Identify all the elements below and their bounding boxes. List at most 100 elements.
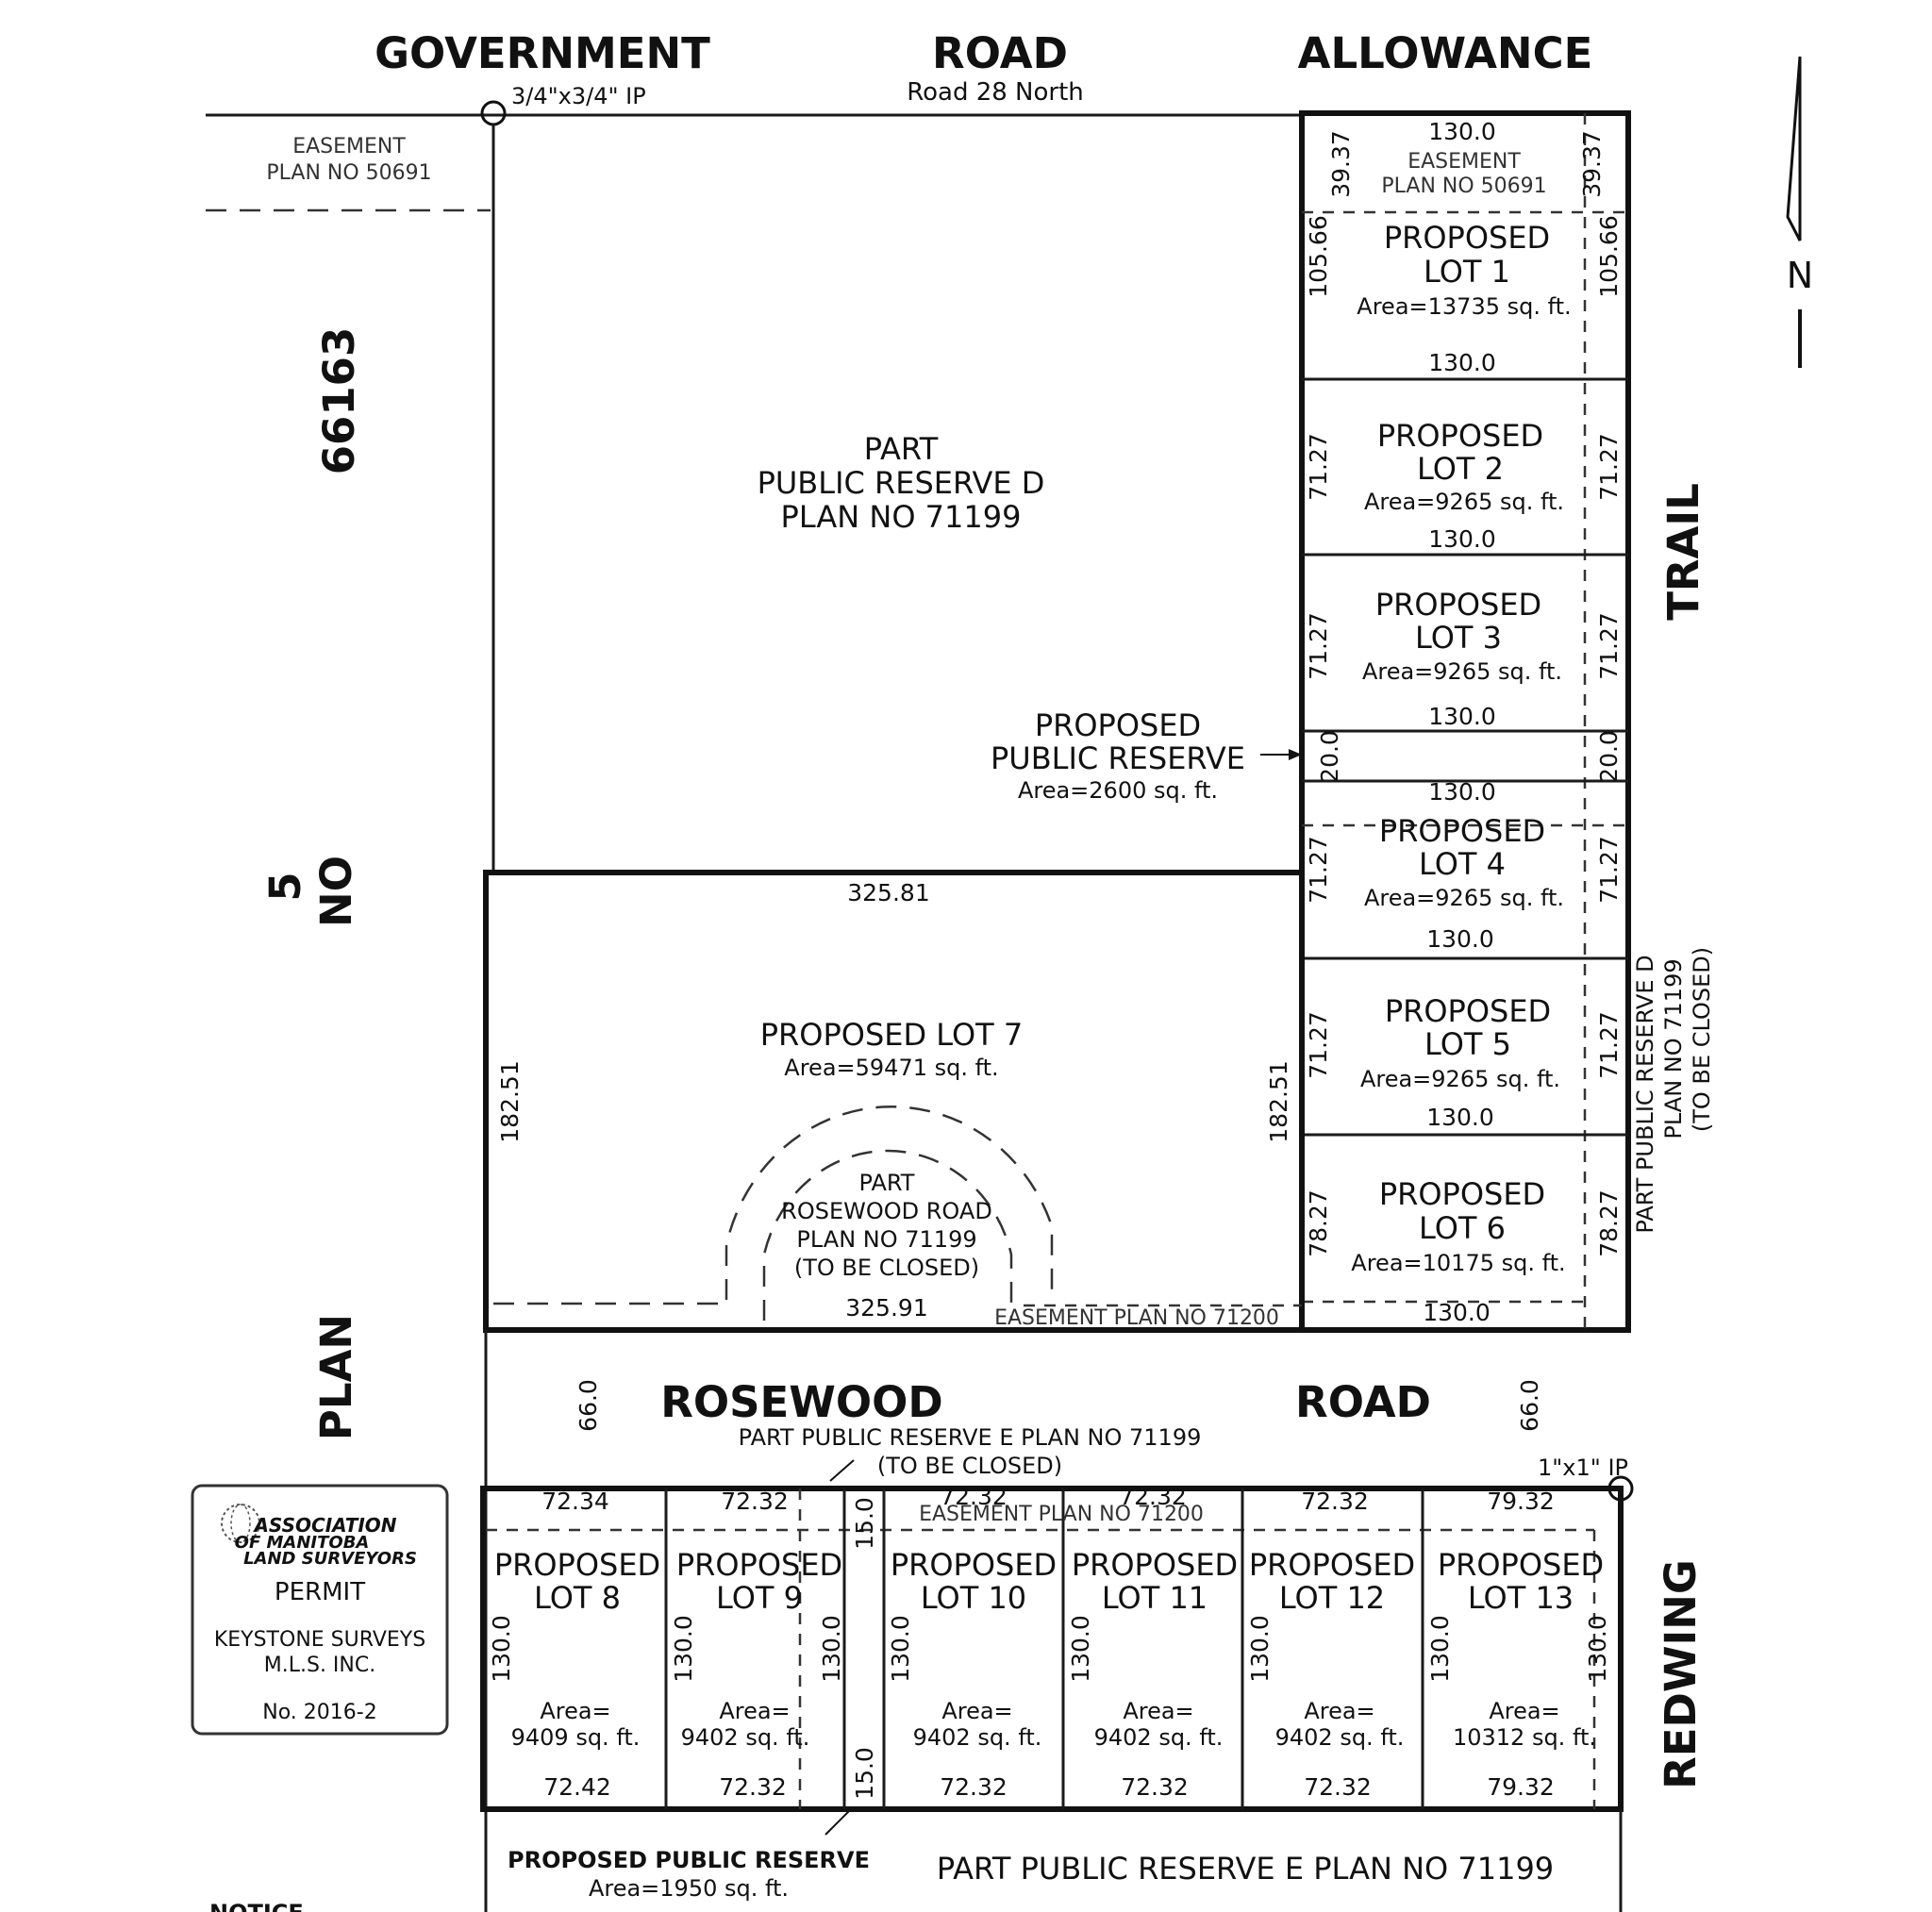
lot10-proposed: PROPOSED — [891, 1547, 1057, 1583]
lot8-proposed: PROPOSED — [494, 1547, 660, 1583]
lot12-depth: 130.0 — [1246, 1615, 1274, 1683]
permit-stamp: ASSOCIATION OF MANITOBA LAND SURVEYORS P… — [191, 1484, 449, 1736]
lot-9: 72.32 PROPOSED LOT 9 130.0 Area= 9402 sq… — [670, 1488, 842, 1801]
proposed-pr-area: Area=2600 sq. ft. — [1018, 777, 1218, 804]
plan-left-no: NO — [311, 856, 361, 927]
permit-box — [191, 1484, 449, 1736]
lot13-proposed: PROPOSED — [1438, 1547, 1604, 1583]
lot3-label: LOT 3 — [1415, 620, 1502, 656]
lot8-label: LOT 8 — [534, 1580, 621, 1616]
lot-11: 72.32 PROPOSED LOT 11 130.0 Area= 9402 s… — [1067, 1483, 1238, 1801]
lot8-area-1: Area= — [540, 1698, 610, 1724]
cul-de-sac-inner — [762, 1149, 1013, 1321]
lot6-width: 130.0 — [1423, 1299, 1491, 1326]
lot12-proposed: PROPOSED — [1249, 1547, 1415, 1583]
permit-company-1: KEYSTONE SURVEYS — [214, 1628, 425, 1652]
lot11-area-1: Area= — [1123, 1698, 1193, 1724]
lot-13: 79.32 PROPOSED LOT 13 130.0 130.0 Area= … — [1426, 1488, 1611, 1801]
road-label-rosewood: ROSEWOOD — [660, 1377, 943, 1427]
lot1-width: 130.0 — [1428, 349, 1496, 376]
right-lots-block — [1299, 110, 1631, 1333]
road-width-left: 66.0 — [575, 1379, 602, 1432]
lot7-bottom-dim: 325.91 — [845, 1294, 927, 1322]
lot11-depth: 130.0 — [1067, 1615, 1094, 1683]
lot10-top-dim: 72.32 — [940, 1483, 1008, 1510]
lot10-label: LOT 10 — [921, 1580, 1026, 1616]
lot5-proposed: PROPOSED — [1385, 993, 1551, 1029]
permit-number: No. 2016-2 — [262, 1701, 376, 1724]
lot4-proposed: PROPOSED — [1379, 813, 1545, 849]
lot8-area-2: 9409 sq. ft. — [511, 1724, 641, 1751]
lot10-depth: 130.0 — [887, 1615, 914, 1683]
lot12-bottom-dim: 72.32 — [1304, 1773, 1372, 1801]
lot2-depth-right: 71.27 — [1595, 433, 1623, 501]
lot4-depth-right: 71.27 — [1595, 836, 1623, 904]
lot-6: PROPOSED LOT 6 Area=10175 sq. ft. 78.27 … — [1305, 1176, 1623, 1326]
lot11-top-dim: 72.32 — [1119, 1483, 1187, 1510]
pr-arrow-head — [1289, 749, 1302, 760]
lot11-area-2: 9402 sq. ft. — [1094, 1724, 1224, 1751]
cul-de-sac-4: (TO BE CLOSED) — [794, 1255, 979, 1281]
road-label-trail: TRAIL — [1658, 483, 1708, 621]
lot5-label: LOT 5 — [1424, 1026, 1511, 1062]
lot7-right-dim: 182.51 — [1265, 1060, 1292, 1142]
road-width-right: 66.0 — [1516, 1379, 1543, 1432]
lot13-label: LOT 13 — [1468, 1580, 1574, 1616]
lot4-label: LOT 4 — [1419, 846, 1506, 882]
pr-strip-depth-left: 20.0 — [1316, 730, 1343, 783]
lot-4: PROPOSED LOT 4 Area=9265 sq. ft. 71.27 7… — [1305, 813, 1623, 953]
lot3-proposed: PROPOSED — [1375, 587, 1541, 623]
pr-strip-depth-right: 20.0 — [1595, 730, 1623, 783]
lot2-label: LOT 2 — [1417, 451, 1504, 487]
ease-depth-left: 39.37 — [1327, 130, 1355, 198]
lot13-top-dim: 79.32 — [1487, 1488, 1555, 1515]
lot3-depth-right: 71.27 — [1595, 612, 1623, 680]
lot3-area: Area=9265 sq. ft. — [1362, 658, 1562, 685]
lot12-area-1: Area= — [1304, 1698, 1374, 1724]
reserve-d-line2: PUBLIC RESERVE D — [758, 465, 1045, 501]
lot13-bottom-dim: 79.32 — [1487, 1773, 1555, 1801]
lot3-depth-left: 71.27 — [1305, 612, 1332, 680]
plan-left-5: 5 — [260, 872, 310, 901]
lot7-easement: EASEMENT PLAN NO 71200 — [994, 1306, 1279, 1330]
lot7-area: Area=59471 sq. ft. — [784, 1055, 998, 1081]
lot4-depth-left: 71.27 — [1305, 836, 1332, 904]
lot8-top-dim: 72.34 — [541, 1488, 609, 1515]
lot-1: PROPOSED LOT 1 Area=13735 sq. ft. 105.66… — [1305, 215, 1623, 376]
lot6-label: LOT 6 — [1419, 1210, 1506, 1246]
pr-strip-width: 130.0 — [1428, 778, 1496, 806]
lot13-area-1: Area= — [1489, 1698, 1559, 1724]
road-sublabel: Road 28 North — [907, 78, 1084, 107]
lot4-width: 130.0 — [1426, 925, 1494, 953]
footer-partial: NOTICE — [209, 1900, 304, 1912]
lot7-boundary — [483, 870, 1305, 1333]
plan-left-number: 66163 — [314, 327, 364, 475]
bottom-road-label: PART PUBLIC RESERVE E PLAN NO 71199 — [937, 1851, 1554, 1887]
lot11-proposed: PROPOSED — [1072, 1547, 1238, 1583]
bottom-pr-label: PROPOSED PUBLIC RESERVE — [508, 1847, 870, 1873]
lot1-depth-left: 105.66 — [1305, 215, 1332, 297]
walkway-width-top: 15.0 — [851, 1497, 878, 1550]
lot2-area: Area=9265 sq. ft. — [1364, 489, 1564, 515]
right-strip-1: PART PUBLIC RESERVE D — [1632, 955, 1658, 1233]
lot10-area-2: 9402 sq. ft. — [913, 1724, 1042, 1751]
assoc-line3: LAND SURVEYORS — [243, 1549, 417, 1569]
lot-5: PROPOSED LOT 5 Area=9265 sq. ft. 71.27 7… — [1305, 993, 1623, 1131]
lot12-top-dim: 72.32 — [1301, 1488, 1369, 1515]
north-arrow-icon — [1786, 56, 1802, 241]
lot5-area: Area=9265 sq. ft. — [1360, 1066, 1560, 1092]
lot5-width: 130.0 — [1426, 1104, 1494, 1131]
lot-12: 72.32 PROPOSED LOT 12 130.0 Area= 9402 s… — [1246, 1488, 1415, 1801]
lot7-top-dim: 325.81 — [847, 879, 929, 906]
lot1-label: LOT 1 — [1424, 254, 1510, 290]
lot9-label: LOT 9 — [716, 1580, 803, 1616]
lot2-depth-left: 71.27 — [1305, 433, 1332, 501]
cul-de-sac-3: PLAN NO 71199 — [796, 1226, 976, 1253]
right-strip-3: (TO BE CLOSED) — [1689, 947, 1715, 1132]
lot2-width: 130.0 — [1428, 525, 1496, 553]
assoc-line2: OF MANITOBA — [235, 1533, 370, 1553]
proposed-pr-2: PUBLIC RESERVE — [991, 740, 1245, 776]
lot-3: PROPOSED LOT 3 Area=9265 sq. ft. 71.27 7… — [1305, 587, 1623, 730]
lower-easement: EASEMENT PLAN NO 71200 — [919, 1503, 1204, 1526]
